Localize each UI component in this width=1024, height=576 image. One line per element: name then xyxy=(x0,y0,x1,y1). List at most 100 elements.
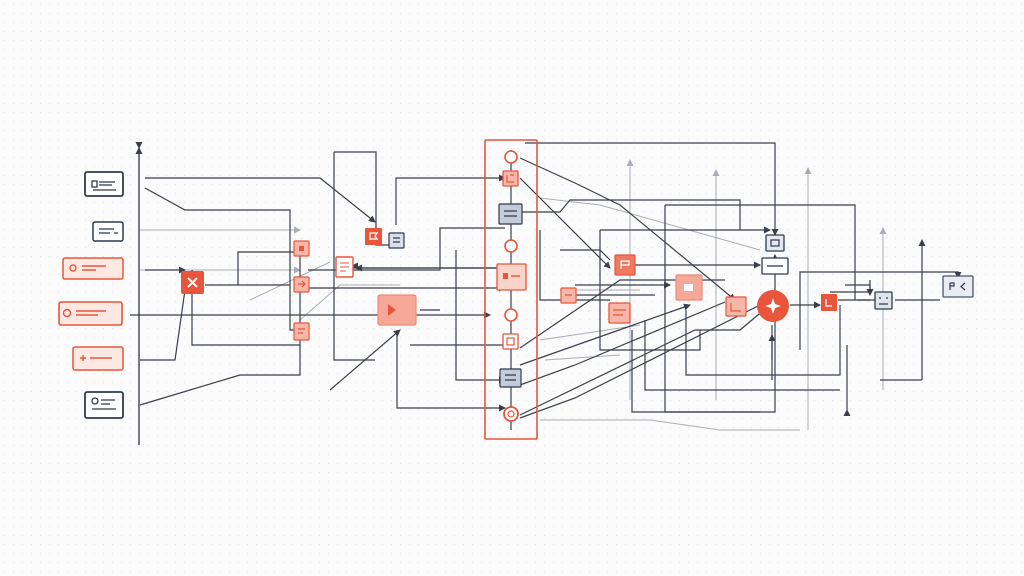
wire xyxy=(540,419,800,431)
sparkle-icon xyxy=(765,298,781,314)
wire xyxy=(665,204,856,300)
gate-node-2[interactable] xyxy=(388,232,405,249)
list-icon xyxy=(99,228,118,234)
wire xyxy=(395,174,506,225)
wire xyxy=(539,230,610,301)
square-icon xyxy=(503,273,508,279)
face-icon xyxy=(879,297,888,305)
wire xyxy=(329,329,401,391)
wire xyxy=(299,284,400,321)
input-node-1[interactable] xyxy=(84,171,124,197)
square-icon xyxy=(506,337,515,346)
merge-node[interactable] xyxy=(757,290,789,322)
mid-node-2[interactable] xyxy=(293,276,310,293)
wire xyxy=(144,187,300,331)
proc-node-5[interactable] xyxy=(725,296,747,317)
bus-node-9[interactable] xyxy=(503,406,519,422)
input-node-2[interactable] xyxy=(92,221,124,242)
wire xyxy=(519,304,761,419)
wire xyxy=(525,142,779,236)
mid-node-3[interactable] xyxy=(293,322,310,341)
wire xyxy=(519,304,771,416)
wire xyxy=(519,177,611,269)
arrow-icon xyxy=(298,280,306,288)
bus-node-3[interactable] xyxy=(498,203,523,225)
square-icon xyxy=(770,239,780,247)
toggle-icon xyxy=(69,264,106,272)
proc-node-1[interactable] xyxy=(560,287,577,304)
wire xyxy=(455,250,506,384)
bus-node-8[interactable] xyxy=(499,368,522,388)
wire xyxy=(539,324,641,341)
code-icon xyxy=(949,282,966,291)
bus-node-7[interactable] xyxy=(502,333,519,350)
bus-node-1[interactable] xyxy=(504,150,518,164)
bus-container xyxy=(484,139,538,440)
record-icon xyxy=(62,308,106,318)
out-node-4[interactable] xyxy=(942,275,974,298)
input-node-4[interactable] xyxy=(58,301,123,326)
wire xyxy=(539,197,761,251)
play-icon xyxy=(388,304,396,316)
bus-node-4[interactable] xyxy=(504,239,518,253)
proc-node-4[interactable] xyxy=(675,274,703,301)
wire xyxy=(334,151,400,246)
join-node[interactable] xyxy=(181,271,204,294)
wire xyxy=(685,305,841,376)
proc-node-3[interactable] xyxy=(608,302,631,324)
wire xyxy=(396,330,506,412)
gate-node-1[interactable] xyxy=(365,228,382,245)
list-icon xyxy=(613,309,626,316)
wire xyxy=(333,152,375,361)
out-node-3[interactable] xyxy=(874,291,893,310)
wire xyxy=(560,249,611,261)
bus-node-5[interactable] xyxy=(496,263,527,291)
mid-node-1[interactable] xyxy=(293,240,310,257)
wire xyxy=(519,303,691,366)
bracket-icon xyxy=(506,174,514,183)
hub-node[interactable] xyxy=(377,294,417,326)
card-icon xyxy=(91,180,116,191)
wire xyxy=(520,199,771,234)
profile-icon xyxy=(91,397,116,410)
square-icon xyxy=(299,246,304,251)
proc-node-2[interactable] xyxy=(614,254,636,276)
equals-icon xyxy=(504,210,517,217)
grid-icon xyxy=(393,237,400,243)
wire xyxy=(544,354,621,361)
wire xyxy=(191,270,300,346)
wire xyxy=(830,280,871,293)
wire xyxy=(237,251,300,285)
bus-node-6[interactable] xyxy=(504,308,518,322)
equals-icon xyxy=(505,374,516,381)
flag-icon xyxy=(620,260,630,269)
input-node-5[interactable] xyxy=(72,346,124,371)
document-icon xyxy=(340,262,349,272)
flag-icon xyxy=(369,232,379,240)
cross-icon xyxy=(187,277,198,288)
plus-line-icon xyxy=(80,355,112,361)
wire xyxy=(139,249,304,406)
wire xyxy=(519,301,726,386)
bus-node-2[interactable] xyxy=(502,170,519,187)
wire xyxy=(599,230,701,351)
out-node-2[interactable] xyxy=(761,257,789,275)
input-node-6[interactable] xyxy=(84,391,124,419)
wire xyxy=(308,227,505,271)
input-node-3[interactable] xyxy=(62,257,124,280)
wire xyxy=(845,284,874,296)
out-node-1[interactable] xyxy=(765,234,785,252)
square-icon xyxy=(684,284,693,291)
proc-node-6[interactable] xyxy=(821,294,837,311)
wire xyxy=(140,289,186,361)
wire xyxy=(799,271,962,350)
list-icon xyxy=(298,328,305,334)
doc-node[interactable] xyxy=(335,256,354,278)
wire xyxy=(519,157,736,301)
dark-wires xyxy=(130,142,962,445)
bracket-icon xyxy=(825,299,832,307)
bracket-icon xyxy=(730,303,741,312)
wire xyxy=(644,320,840,391)
